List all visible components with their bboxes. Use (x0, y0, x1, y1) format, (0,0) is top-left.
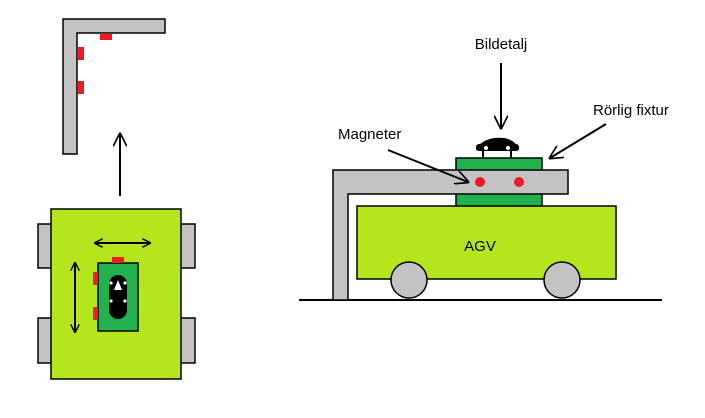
fixture-magnet-top (112, 257, 124, 263)
wheel-side-left (390, 261, 428, 299)
magnet-side-2 (514, 177, 524, 187)
part-top-view-icon (109, 275, 127, 319)
top-view (37, 18, 196, 380)
label-fixture: Rörlig fixtur (593, 102, 669, 119)
label-magnets: Magneter (338, 126, 401, 143)
rail-side-view (332, 169, 569, 301)
side-view: Bildetalj Rörlig fixtur Magneter AGV (299, 36, 669, 301)
rail-magnet-2 (78, 47, 84, 60)
fixture-magnet-left-2 (93, 307, 98, 320)
rail-top-view (62, 18, 166, 155)
rail-magnet-3 (78, 81, 84, 94)
wheel-top-right-1 (179, 223, 196, 269)
label-part: Bildetalj (475, 36, 528, 53)
fixture-pointer-arrow-icon (550, 123, 607, 158)
wheel-side-right (543, 261, 581, 299)
magnet-side-1 (475, 177, 485, 187)
wheel-top-right-2 (179, 317, 196, 364)
rail-magnet-1 (100, 34, 112, 40)
label-agv: AGV (464, 238, 496, 255)
magnets-pointer-arrow-icon (387, 149, 468, 182)
part-side-view-icon (476, 137, 519, 158)
fixture-magnet-left-1 (93, 272, 98, 285)
